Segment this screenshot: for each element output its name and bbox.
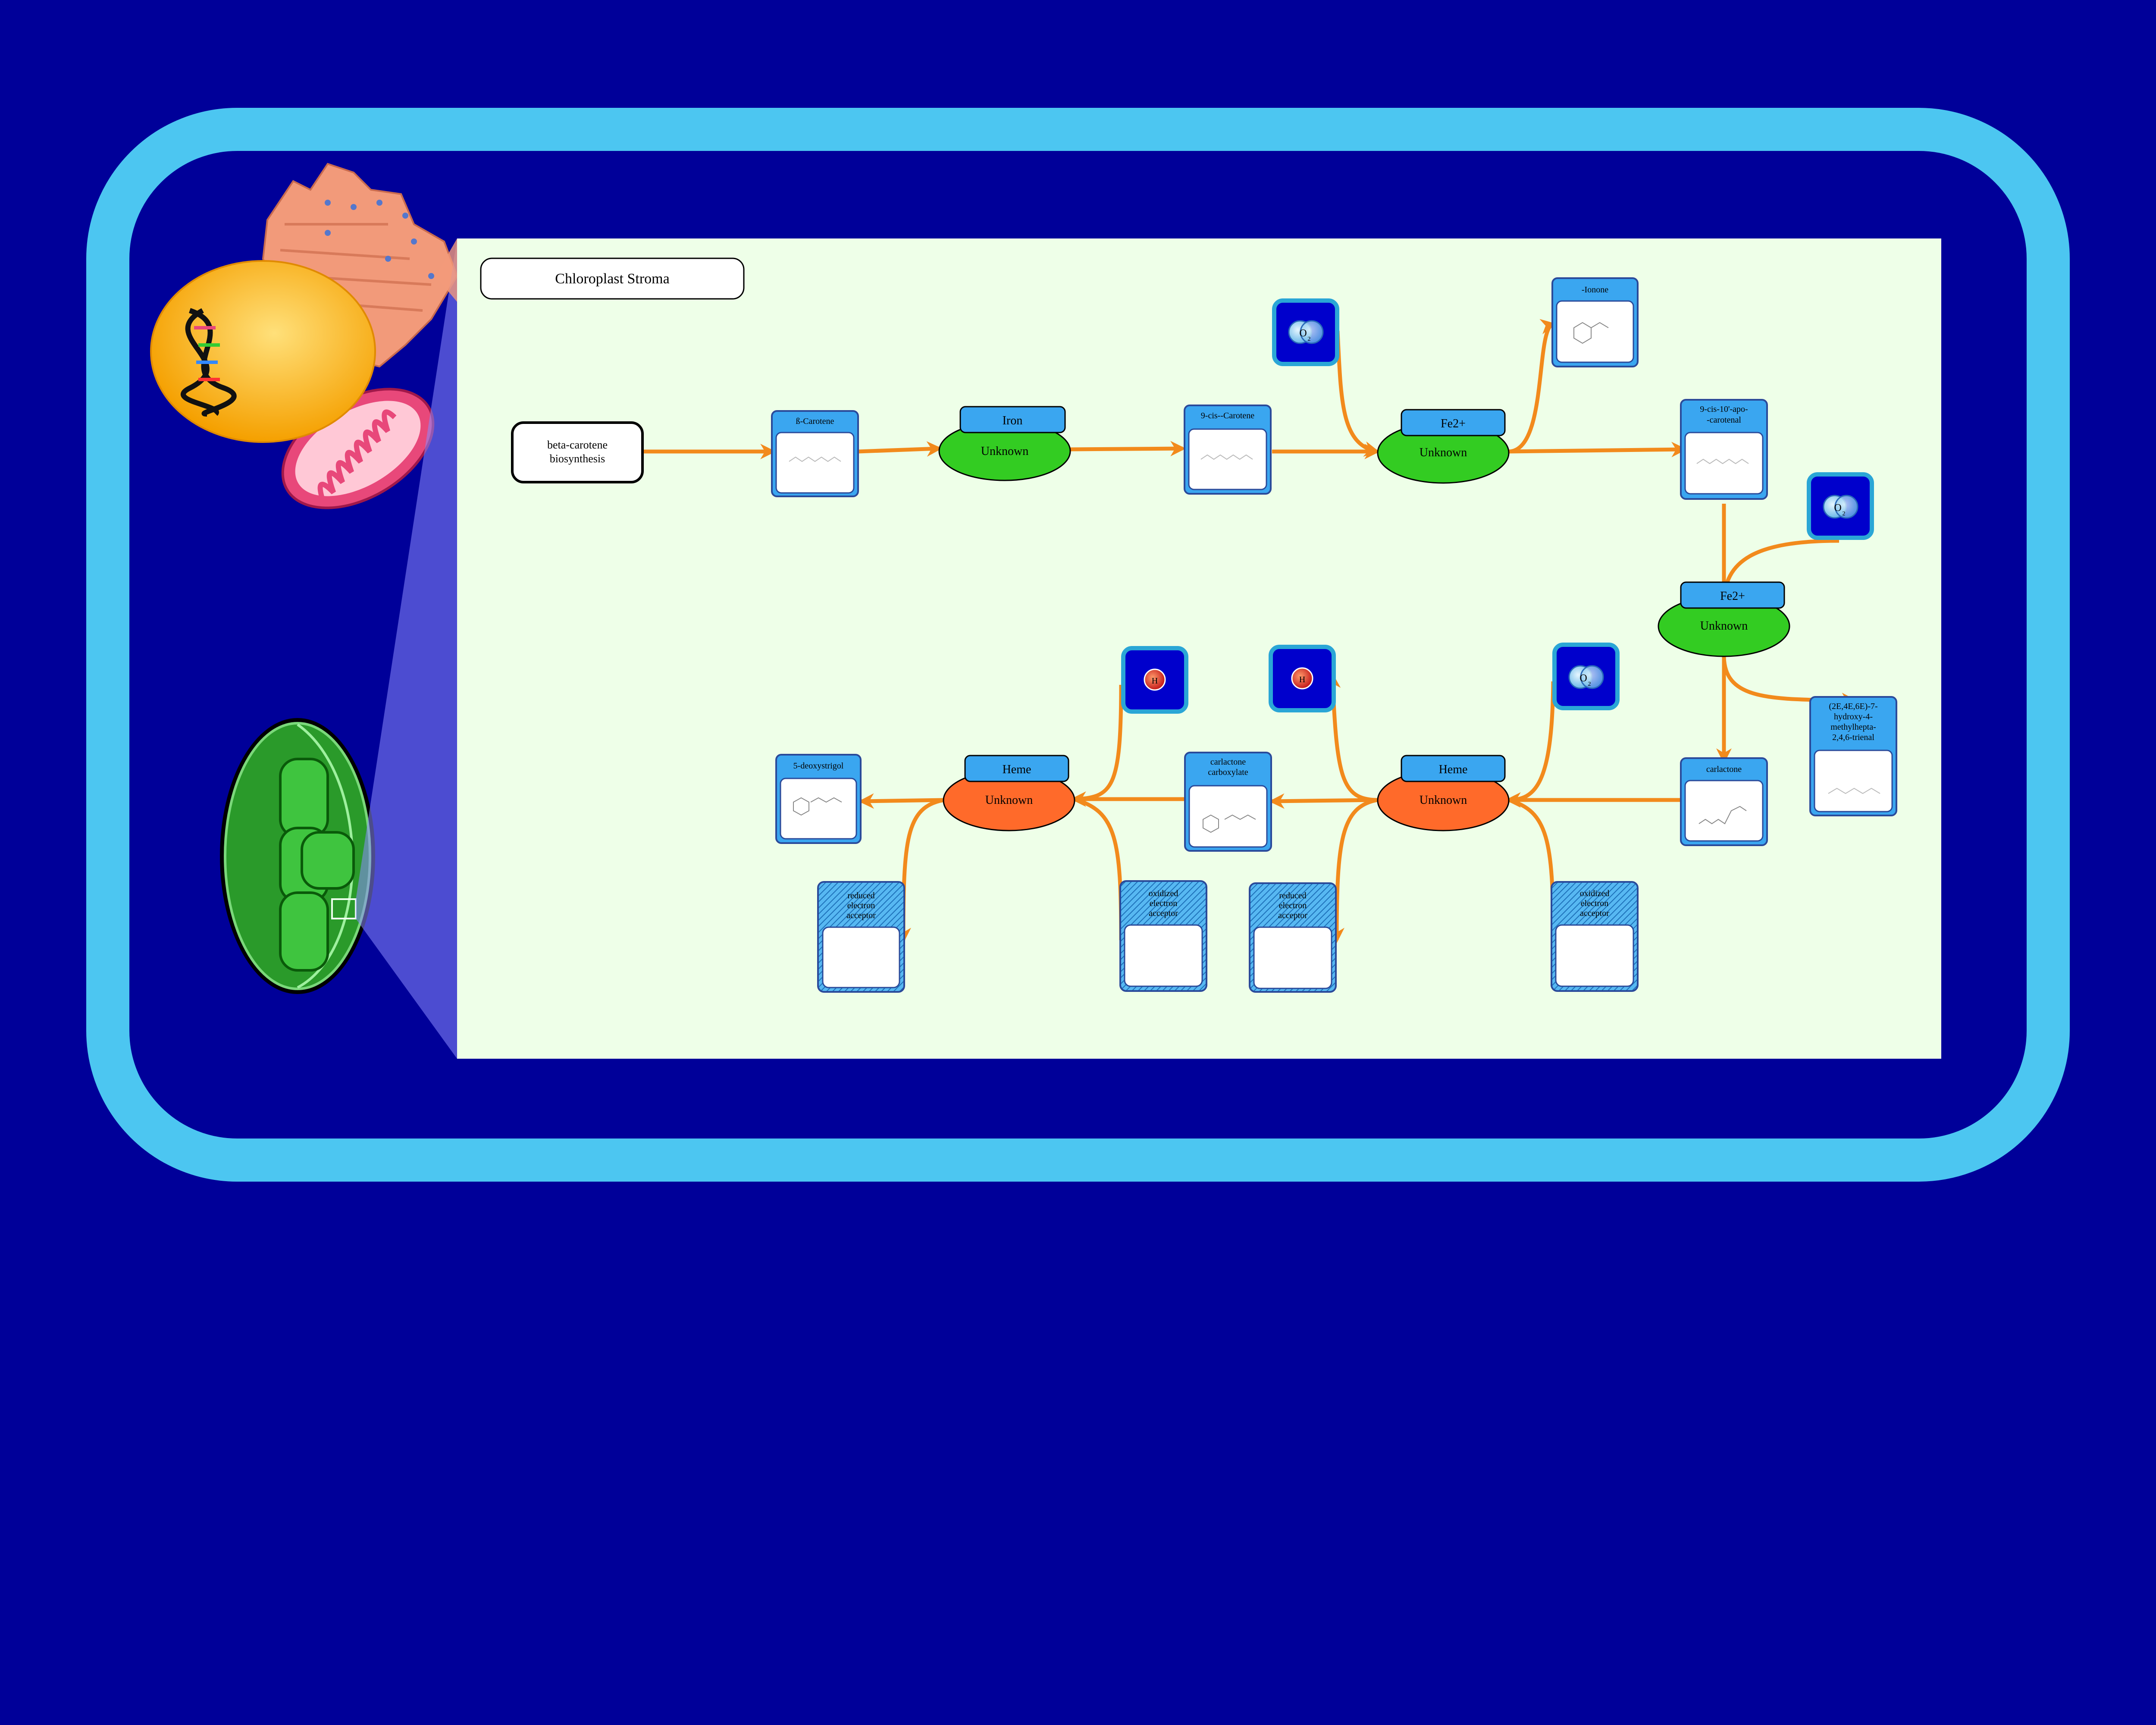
pathway-link-node[interactable]: beta-carotene biosynthesis (511, 421, 644, 483)
compound-carlactone-carboxylate[interactable]: carlactone carboxylate (1184, 752, 1272, 852)
svg-text:Unknown: Unknown (1420, 794, 1467, 807)
compound-oxidized-electron-acceptor[interactable]: oxidized electron acceptor (1119, 880, 1207, 992)
svg-text:acceptor: acceptor (846, 911, 876, 920)
svg-text:biosynthesis: biosynthesis (550, 452, 605, 465)
svg-text:Fe2+: Fe2+ (1441, 417, 1466, 430)
compound-reduced-electron-acceptor[interactable]: reduced electron acceptor (817, 881, 905, 993)
svg-text:electron: electron (1279, 901, 1307, 910)
compound-apo-carotenal[interactable]: 9-cis-10'-apo- -carotenal (1680, 399, 1768, 500)
svg-text:carboxylate: carboxylate (1208, 768, 1248, 777)
chloroplast-icon (220, 718, 375, 994)
enzyme-node-fe2-a[interactable]: Fe2+ Unknown (1377, 409, 1510, 484)
svg-text:Unknown: Unknown (1420, 446, 1467, 459)
compound-o2[interactable]: O 2 (1552, 643, 1620, 710)
svg-text:carlactone: carlactone (1210, 757, 1246, 767)
compound-trienal[interactable]: (2E,4E,6E)-7- hydroxy-4- methylhepta- 2,… (1809, 696, 1897, 816)
enzyme-node-fe2-b[interactable]: Fe2+ Unknown (1658, 581, 1790, 657)
svg-text:9-cis--Carotene: 9-cis--Carotene (1201, 411, 1255, 420)
svg-text:2: 2 (1308, 336, 1311, 342)
compound-5-deoxystrigol[interactable]: 5-deoxystrigol (775, 754, 862, 844)
compound-o2[interactable]: O 2 (1807, 472, 1874, 540)
svg-text:2: 2 (1843, 511, 1846, 517)
svg-text:acceptor: acceptor (1278, 911, 1307, 920)
svg-text:carlactone: carlactone (1706, 765, 1742, 774)
svg-text:-Ionone: -Ionone (1582, 285, 1608, 295)
enzyme-node-iron[interactable]: Iron Unknown (938, 406, 1071, 481)
svg-text:H: H (1299, 675, 1305, 684)
svg-text:oxidized: oxidized (1149, 889, 1178, 898)
compound-h2o[interactable]: H (1121, 646, 1188, 714)
svg-text:(2E,4E,6E)-7-: (2E,4E,6E)-7- (1829, 702, 1877, 711)
svg-text:reduced: reduced (1279, 891, 1306, 900)
compound-ionone[interactable]: -Ionone (1551, 277, 1639, 367)
svg-text:reduced: reduced (847, 891, 874, 900)
svg-text:Heme: Heme (1003, 763, 1031, 776)
compound-reduced-electron-acceptor[interactable]: reduced electron acceptor (1249, 882, 1337, 993)
svg-text:acceptor: acceptor (1580, 909, 1609, 918)
compartment-label: Chloroplast Stroma (480, 257, 745, 300)
svg-text:Unknown: Unknown (981, 445, 1028, 458)
compound-9-cis-carotene[interactable]: 9-cis--Carotene (1184, 405, 1272, 495)
svg-text:electron: electron (1150, 899, 1177, 908)
zoom-projection (356, 238, 457, 1059)
svg-text:Heme: Heme (1439, 763, 1468, 776)
compartment-label-text: Chloroplast Stroma (555, 271, 669, 287)
compound-h2o[interactable]: H (1269, 645, 1336, 712)
svg-text:methylhepta-: methylhepta- (1830, 722, 1876, 732)
compound-oxidized-electron-acceptor[interactable]: oxidized electron acceptor (1551, 881, 1639, 992)
svg-text:acceptor: acceptor (1149, 909, 1178, 918)
enzyme-node-heme-a[interactable]: Heme Unknown (1377, 755, 1510, 831)
svg-text:O: O (1834, 502, 1841, 514)
compound-beta-carotene[interactable]: ß-Carotene (771, 410, 859, 497)
svg-text:2: 2 (1588, 681, 1591, 687)
svg-text:Fe2+: Fe2+ (1720, 590, 1745, 603)
svg-text:beta-carotene: beta-carotene (547, 439, 608, 451)
svg-text:Unknown: Unknown (985, 794, 1033, 807)
svg-text:O: O (1579, 673, 1587, 684)
svg-text:-carotenal: -carotenal (1707, 415, 1741, 425)
svg-text:ß-Carotene: ß-Carotene (796, 417, 834, 426)
compound-o2[interactable]: O 2 (1272, 298, 1339, 366)
svg-text:Unknown: Unknown (1700, 619, 1748, 633)
enzyme-node-heme-b[interactable]: Heme Unknown (943, 755, 1075, 831)
svg-text:electron: electron (1581, 899, 1608, 908)
svg-text:hydroxy-4-: hydroxy-4- (1834, 712, 1873, 721)
dna-icon (180, 308, 237, 417)
svg-text:O: O (1299, 328, 1307, 339)
svg-text:oxidized: oxidized (1580, 889, 1610, 898)
svg-text:5-deoxystrigol: 5-deoxystrigol (793, 761, 844, 771)
nucleus-icon (150, 260, 376, 443)
svg-text:H: H (1152, 676, 1158, 686)
compound-carlactone[interactable]: carlactone (1680, 757, 1768, 846)
svg-text:Iron: Iron (1003, 414, 1023, 427)
svg-text:2,4,6-trienal: 2,4,6-trienal (1832, 733, 1874, 742)
svg-text:electron: electron (847, 901, 875, 910)
svg-text:9-cis-10'-apo-: 9-cis-10'-apo- (1700, 405, 1748, 414)
